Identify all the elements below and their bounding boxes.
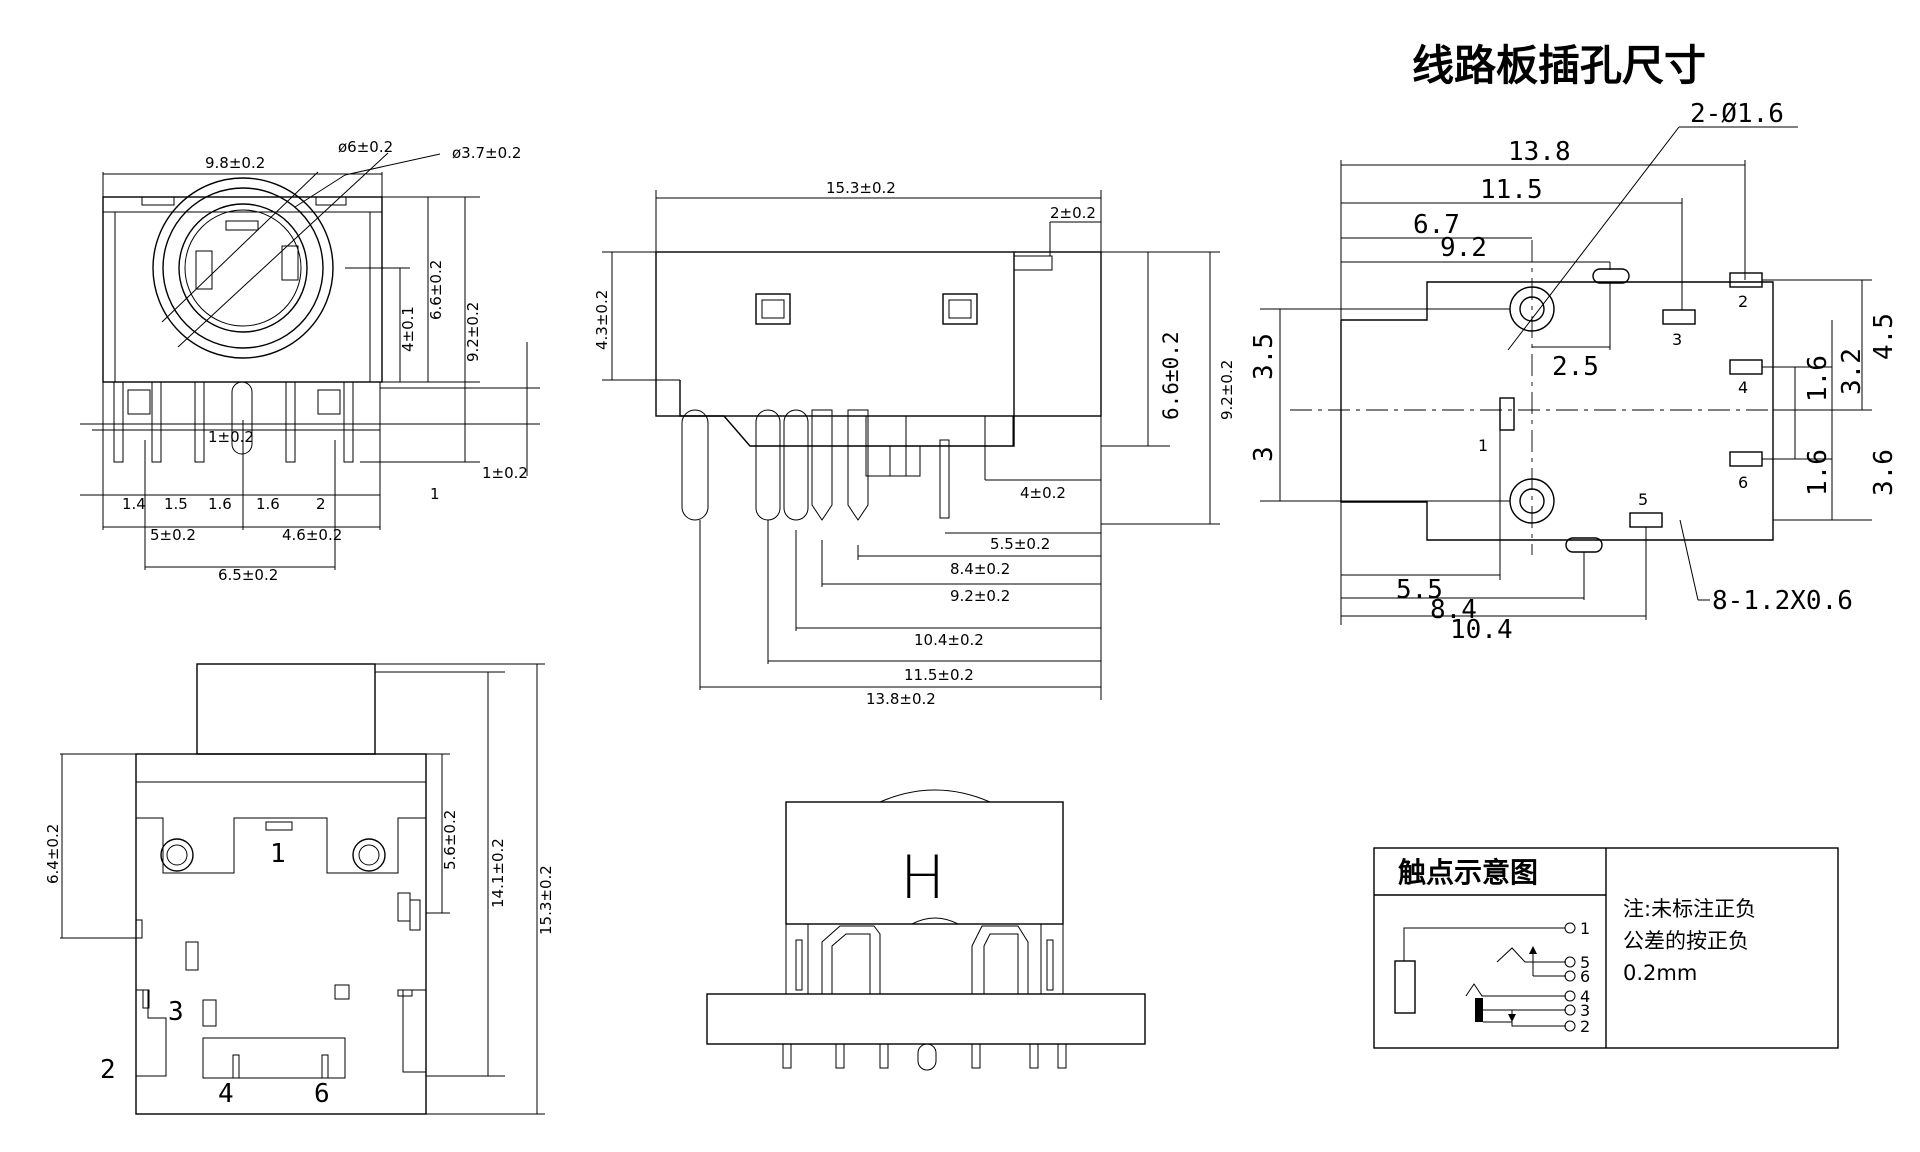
front-pin-tip-dim: 1±0.2 <box>482 464 528 482</box>
front-pitch-2: 1.5 <box>164 495 188 513</box>
front-pitch-4: 1.6 <box>256 495 280 513</box>
bottom-label-4: 4 <box>218 1079 234 1109</box>
pcb-right-dim-2: 3.2 <box>1837 348 1867 395</box>
contact-pin-label-2: 2 <box>1580 1017 1590 1036</box>
pcb-layout: 2-Ø1.6 8-1.2X0.6 13.8 11.5 6.7 9.2 2.5 3… <box>1249 99 1899 645</box>
front-pitch-1: 1.4 <box>122 495 146 513</box>
pcb-left-dim-1: 3.5 <box>1249 333 1279 380</box>
bottom-label-2: 2 <box>100 1055 116 1085</box>
side-length-dim: 15.3±0.2 <box>826 179 896 197</box>
side-pin-dim-3: 8.4±0.2 <box>950 560 1010 578</box>
pcb-top-dim-4: 9.2 <box>1440 233 1487 263</box>
pcb-pad-label-4: 4 <box>1738 378 1748 397</box>
side-total-h-dim: 9.2±0.2 <box>1218 360 1236 420</box>
side-body-h-dim: 6.6±0.2 <box>1159 331 1183 420</box>
bottom-h3-dim: 14.1±0.2 <box>489 838 507 908</box>
side-height-left-dim: 4.3±0.2 <box>593 290 611 350</box>
pcb-slot-note: 8-1.2X0.6 <box>1712 586 1853 616</box>
front-width-dim: 9.8±0.2 <box>205 154 265 172</box>
pcb-pad-label-5: 5 <box>1638 490 1648 509</box>
front-hole-outer-dim: ø6±0.2 <box>338 138 393 156</box>
drawing-title: 线路板插孔尺寸 <box>1412 41 1706 90</box>
pcb-right-dim-4: 3.6 <box>1869 449 1899 496</box>
pcb-bottom-dim-1: 5.5 <box>1396 575 1443 605</box>
side-pin-dim-4: 9.2±0.2 <box>950 587 1010 605</box>
contact-pin-label-4: 4 <box>1580 987 1590 1006</box>
pcb-top-dim-3: 6.7 <box>1413 210 1460 240</box>
front-pitch-3: 1.6 <box>208 495 232 513</box>
bottom-h1-dim: 6.4±0.2 <box>44 824 62 884</box>
pcb-pad-label-6: 6 <box>1738 473 1748 492</box>
pcb-left-dim-2: 3 <box>1249 446 1279 462</box>
front-pitch-5: 2 <box>316 495 326 513</box>
bottom-view: 6.4±0.2 5.6±0.2 14.1±0.2 15.3±0.2 1 2 3 … <box>44 663 555 1115</box>
rear-view: H <box>706 789 1146 1071</box>
side-tab-dim: 2±0.2 <box>1050 204 1096 222</box>
bottom-h2-dim: 5.6±0.2 <box>441 810 459 870</box>
side-pin-dim-1: 4±0.2 <box>1020 484 1066 502</box>
front-total-h-dim: 9.2±0.2 <box>464 302 482 362</box>
contact-pin-label-6: 6 <box>1580 967 1590 986</box>
pcb-inner-dim: 2.5 <box>1552 352 1599 382</box>
contact-note-line-1: 注:未标注正负 <box>1623 897 1756 921</box>
front-view: 9.8±0.2 ø6±0.2 ø3.7±0.2 4±0.1 6.6±0.2 9.… <box>80 138 540 584</box>
contact-pin-label-1: 1 <box>1580 919 1590 938</box>
pcb-right-dim-1: 4.5 <box>1869 313 1899 360</box>
side-view: 15.3±0.2 2±0.2 4.3±0.2 6.6±0.2 9.2±0.2 4… <box>593 179 1236 708</box>
front-span-bottom-dim: 6.5±0.2 <box>218 566 278 584</box>
front-body-h-dim: 6.6±0.2 <box>427 260 445 320</box>
pcb-top-dim-1: 13.8 <box>1508 137 1571 167</box>
bottom-label-1: 1 <box>270 839 286 869</box>
contact-box: 触点示意图 注:未标注正负 公差的按正负 0.2mm 1 5 6 4 3 2 <box>1373 847 1839 1049</box>
pcb-pad-label-1: 1 <box>1478 436 1488 455</box>
pcb-bottom-dim-2: 8.4 <box>1430 595 1477 625</box>
front-span-left-dim: 5±0.2 <box>150 526 196 544</box>
pcb-right-dim-5: 1.6 <box>1803 449 1833 496</box>
front-hole-inner-dim: ø3.7±0.2 <box>452 144 521 162</box>
front-pin-len-dim: 1 <box>430 485 440 503</box>
side-pin-dim-7: 13.8±0.2 <box>866 690 936 708</box>
contact-note-line-2: 公差的按正负 <box>1623 929 1749 953</box>
bottom-label-3: 3 <box>168 997 184 1027</box>
side-pin-dim-2: 5.5±0.2 <box>990 535 1050 553</box>
side-pin-dim-5: 10.4±0.2 <box>914 631 984 649</box>
contact-pin-label-5: 5 <box>1580 953 1590 972</box>
contact-pin-label-3: 3 <box>1580 1001 1590 1020</box>
pcb-pad-label-2: 2 <box>1738 292 1748 311</box>
contact-note-line-3: 0.2mm <box>1623 961 1697 985</box>
pcb-pad-label-3: 3 <box>1672 330 1682 349</box>
side-pin-dim-6: 11.5±0.2 <box>904 666 974 684</box>
front-pin-gap-dim: 1±0.2 <box>208 428 254 446</box>
rear-mark: H <box>900 843 945 913</box>
bottom-h4-dim: 15.3±0.2 <box>537 865 555 935</box>
contact-box-title: 触点示意图 <box>1398 856 1538 889</box>
front-center-h-dim: 4±0.1 <box>399 306 417 352</box>
pcb-top-dim-2: 11.5 <box>1480 175 1543 205</box>
pcb-right-dim-3: 1.6 <box>1803 355 1833 402</box>
bottom-label-6: 6 <box>314 1079 330 1109</box>
pcb-bottom-dim-3: 10.4 <box>1450 615 1513 645</box>
pcb-hole-note: 2-Ø1.6 <box>1690 99 1784 129</box>
front-span-right-dim: 4.6±0.2 <box>282 526 342 544</box>
